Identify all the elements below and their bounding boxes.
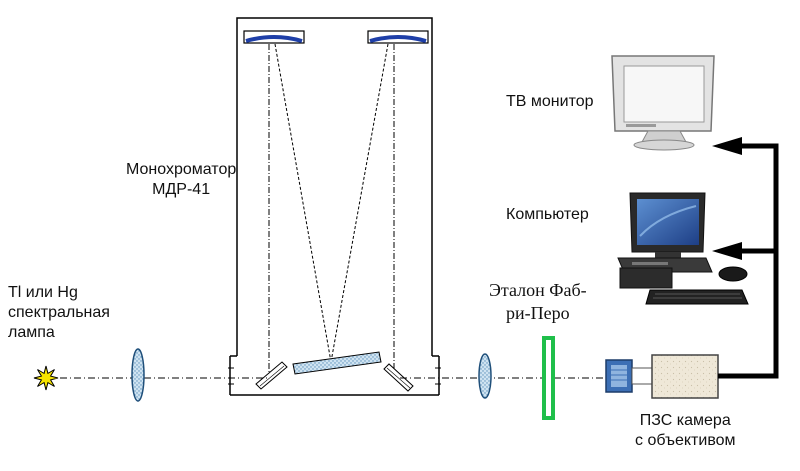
fabry-perot-etalon [542,336,555,420]
lamp-label-line-3: лампа [8,324,55,341]
computer-label: Компьютер [506,206,589,223]
flat-mirror-left [255,361,288,390]
tv-monitor-label: ТВ монитор [506,93,594,110]
lamp-label-line-1: Tl или Hg [8,284,78,301]
monochromator-label: Монохроматор МДР-41 [126,160,236,200]
cable-arrowheads [712,137,742,260]
desktop-computer-icon [617,192,749,305]
etalon-label-line-2: ри-Перо [505,303,570,323]
ccd-camera-icon [605,354,719,399]
signal-cables [718,143,779,379]
camera-label-line-1: ПЗС камера [639,412,731,429]
lamp-label-line-2: спектральная [8,304,110,321]
monochromator-label-line-1: Монохроматор [126,161,237,178]
monochromator-label-line-2: МДР-41 [152,181,211,198]
lamp-icon [33,365,59,391]
crt-monitor-icon [611,55,715,151]
flat-mirror-right [383,363,414,392]
monochromator-housing [228,17,441,396]
lamp-label: Tl или Hg спектральная лампа [8,283,110,343]
lens-left [131,348,145,402]
etalon-label: Эталон Фаб- ри-Перо [489,279,587,325]
lens-right [478,353,492,399]
camera-label: ПЗС камера с объективом [635,411,736,451]
internal-beam-paths [268,43,395,374]
etalon-label-line-1: Эталон Фаб- [489,280,587,300]
diffraction-grating [292,351,382,375]
mirror-right [367,30,429,44]
mirror-left [243,30,305,44]
keyboard-keys [653,293,742,299]
camera-label-line-2: с объективом [635,432,736,449]
